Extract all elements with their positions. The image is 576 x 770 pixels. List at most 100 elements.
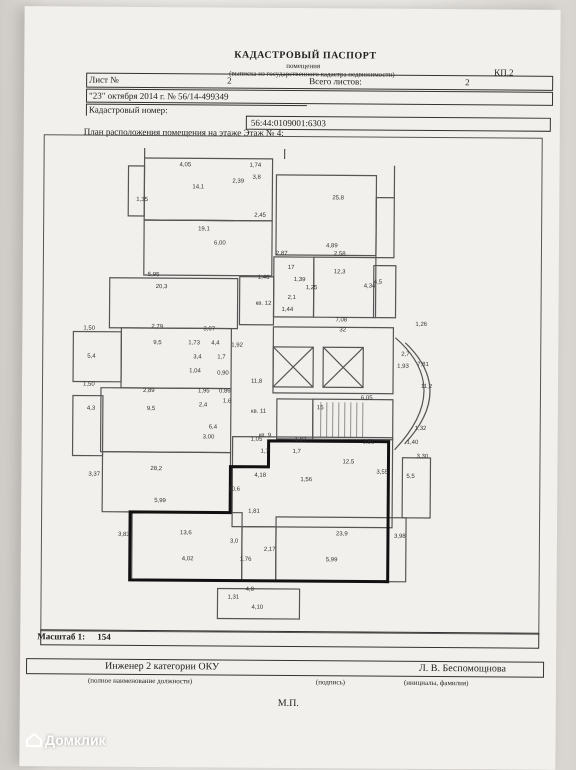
- plan-label: 1,46: [258, 275, 270, 281]
- caption-signature: (подпись): [316, 678, 345, 686]
- plan-label: 4,8: [246, 587, 255, 593]
- plan-label: 10,6: [228, 487, 240, 493]
- plan-label: 11,8: [251, 379, 263, 385]
- plan-label: 12,3: [334, 269, 346, 275]
- plan-label: 2,7: [401, 352, 410, 358]
- plan-label: 4,05: [180, 162, 192, 168]
- plan-label: 1,04: [189, 368, 201, 374]
- watermark: Домклик: [26, 732, 106, 748]
- plan-label: 3,98: [394, 534, 406, 540]
- plan-label: 2,79: [151, 324, 163, 330]
- plan-label: 0,86: [219, 389, 231, 395]
- plan-label: 1,50: [83, 382, 95, 388]
- plan-label: 1,32: [415, 426, 427, 432]
- plan-label: 0,90: [217, 370, 229, 376]
- plan-label: 1,7: [293, 449, 302, 455]
- plan-label: 19,1: [198, 226, 210, 232]
- plan-label: 4,18: [254, 473, 266, 479]
- total-sheets-label: Всего листов:: [309, 76, 362, 86]
- plan-label: 1,44: [282, 307, 294, 313]
- plan-label: 4,34: [364, 284, 376, 290]
- plan-label: 1,56: [300, 477, 312, 483]
- plan-label: 5,99: [326, 557, 338, 563]
- plan-label: 11,2: [421, 384, 433, 390]
- plan-labels: 4,0514,11,743,82,3925,81,3519,16,002,455…: [81, 162, 434, 612]
- plan-label: 1,6: [223, 399, 232, 405]
- plan-label: 2,89: [143, 388, 155, 394]
- plan-label: 7,08: [335, 317, 347, 323]
- plan-label: 1,76: [240, 557, 252, 563]
- plan-label: 4,89: [326, 243, 338, 249]
- floor-plan: 4,0514,11,743,82,3925,81,3519,16,002,455…: [41, 135, 541, 633]
- caption-name: (инициалы, фамилия): [404, 679, 469, 687]
- sheet-label: Лист №: [89, 75, 119, 85]
- plan-label: 6,4: [209, 424, 218, 430]
- plan-label: 3,8: [252, 175, 261, 181]
- plan-label: 17: [288, 265, 295, 271]
- plan-label: 5,99: [154, 498, 166, 504]
- plan-label: 13,6: [180, 530, 192, 536]
- plan-label: 1,81: [248, 509, 260, 515]
- plan-label: 4,10: [251, 605, 263, 611]
- plan-label: 5,4: [87, 354, 96, 360]
- date-text: "23" октября 2014 г. № 56/14-499349: [89, 91, 229, 102]
- plan-label: 3,00: [203, 434, 215, 440]
- plan-label: 1,26: [415, 322, 427, 328]
- plan-label: 6,05: [361, 395, 373, 401]
- plan-label: 1,35: [136, 197, 148, 203]
- cadastral-number-cell: 56:44:0109001:6303: [246, 116, 551, 132]
- plan-label: 12,5: [342, 459, 354, 465]
- plan-label: 23,9: [336, 531, 348, 537]
- signature-row: Инженер 2 категории ОКУ Л. В. Беспомощно…: [26, 658, 544, 678]
- plan-label: 4,02: [182, 556, 194, 562]
- scale-value: 154: [97, 632, 111, 642]
- cadastral-label: Кадастровый номер:: [89, 105, 168, 116]
- plan-label: 3,0: [230, 539, 239, 545]
- plan-label: 1,50: [83, 326, 95, 332]
- plan-label: 1,25: [306, 285, 318, 291]
- plan-label: 1,73: [188, 340, 200, 346]
- plan-label: 3,30: [417, 454, 429, 460]
- plan-label: 3,37: [88, 472, 100, 478]
- plan-label: 32: [339, 327, 346, 333]
- scale-label: Масштаб 1:: [37, 631, 85, 641]
- plan-label: 7,81: [417, 362, 429, 368]
- plan-label: 2,58: [334, 251, 346, 257]
- plan-label: 2,39: [232, 179, 244, 185]
- plan-label: 3,83: [118, 532, 130, 538]
- plan-label: 1,40: [407, 440, 419, 446]
- plan-label: 1,95: [198, 388, 210, 394]
- plan-label: 2,4: [199, 402, 208, 408]
- plan-label: 3,55: [376, 470, 388, 476]
- plan-label: 1,87: [295, 437, 307, 443]
- cadastral-number: 56:44:0109001:6303: [251, 118, 326, 129]
- plan-label: 28,2: [150, 466, 162, 472]
- plan-label: кв. 12: [256, 301, 273, 307]
- plan-label: 6,00: [214, 240, 226, 246]
- plan-label: 15: [317, 405, 324, 411]
- plan-label: 20,3: [156, 284, 168, 290]
- plan-label: 1,92: [231, 343, 243, 349]
- plan-label: 3,51: [363, 440, 375, 446]
- plan-label: 1,39: [294, 277, 306, 283]
- document-subtitle: помещения: [286, 62, 320, 70]
- plan-label: 3,4: [193, 354, 202, 360]
- engineer-name: Л. В. Беспомощнова: [419, 663, 506, 675]
- plan-label: 5,95: [148, 272, 160, 278]
- plan-label: 1,7: [217, 354, 226, 360]
- plan-label: 2,1: [288, 295, 297, 301]
- plan-label: 9,5: [153, 340, 162, 346]
- caption-position: (полное наименование должности): [88, 677, 192, 686]
- scale-row: Масштаб 1: 154: [40, 629, 539, 648]
- plan-label: 1,74: [250, 163, 262, 169]
- plan-label: 4,3: [87, 406, 96, 412]
- plan-label: 2,87: [276, 251, 288, 257]
- plan-label: 5,5: [406, 474, 415, 480]
- plan-label: 25,8: [332, 195, 344, 201]
- plan-label: 1,31: [228, 595, 240, 601]
- plan-label: 1,93: [397, 364, 409, 370]
- document-sheet: КАДАСТРОВЫЙ ПАСПОРТ помещения (выписка и…: [19, 6, 560, 770]
- plan-label: 2,17: [264, 547, 276, 553]
- plan-label: 1,05: [251, 437, 263, 443]
- plan-label: 2,45: [254, 213, 266, 219]
